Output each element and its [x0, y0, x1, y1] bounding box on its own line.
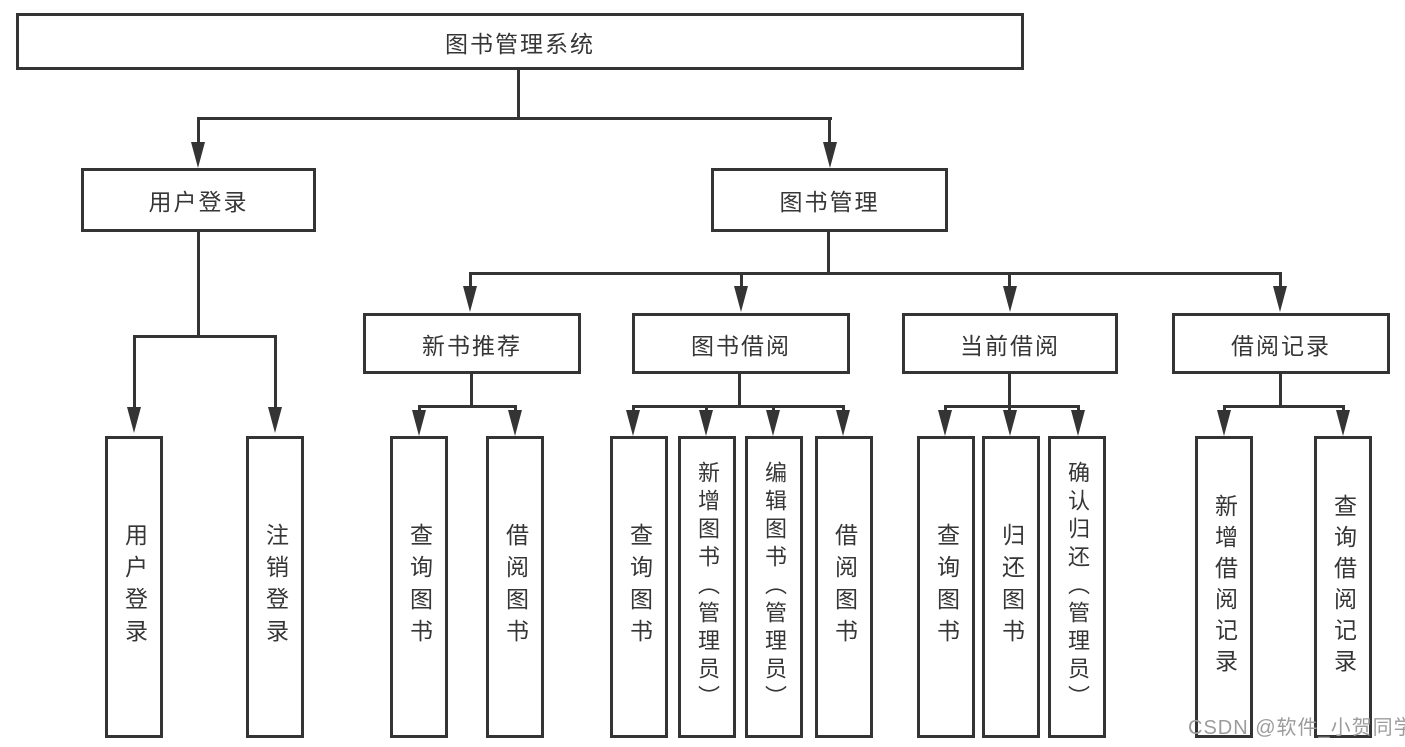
connector-to-new-book — [469, 272, 472, 292]
connector-book-management-stem — [827, 232, 830, 274]
arrow-down-new-book — [463, 286, 477, 312]
arrow-down-current-borrow — [1003, 286, 1017, 312]
connector-to-leaf — [1077, 405, 1080, 413]
connector-to-leaf — [418, 405, 421, 413]
leaf-query-books-3: 查询图书 — [917, 436, 975, 738]
connector-to-leaf — [632, 405, 635, 413]
leaf-query-borrow-record: 查询借阅记录 — [1314, 436, 1372, 738]
connector-to-leaf — [842, 405, 845, 413]
leaf-add-books-admin: 新增图书（管理员） — [678, 436, 736, 738]
connector-current-borrow-stem — [1008, 374, 1011, 407]
arrow-down-query-borrow-record — [1336, 410, 1350, 436]
node-user-login: 用户登录 — [81, 168, 316, 232]
leaf-add-borrow-record: 新增借阅记录 — [1195, 436, 1253, 738]
leaf-borrow-books-1: 借阅图书 — [486, 436, 544, 738]
arrow-down-leaf-login — [127, 407, 141, 433]
connector-to-leaf-logout — [274, 335, 277, 412]
node-borrow-record: 借阅记录 — [1172, 313, 1390, 374]
arrow-down-confirm-return — [1071, 410, 1085, 436]
connector-root-branch-line — [197, 117, 832, 120]
arrow-down-add-books — [699, 410, 713, 436]
connector-to-leaf — [514, 405, 517, 413]
connector-new-book-branch-line — [418, 405, 517, 408]
node-book-borrow: 图书借阅 — [632, 313, 850, 374]
leaf-query-books-1: 查询图书 — [390, 436, 448, 738]
connector-to-leaf — [1008, 405, 1011, 413]
connector-to-leaf — [705, 405, 708, 413]
node-new-book-recommend: 新书推荐 — [363, 313, 581, 374]
leaf-user-login: 用户登录 — [105, 436, 163, 738]
connector-to-leaf-login — [133, 335, 136, 412]
arrow-down-add-borrow-record — [1217, 410, 1231, 436]
connector-root-stem — [517, 70, 520, 119]
connector-to-leaf — [772, 405, 775, 413]
leaf-edit-books-admin: 编辑图书（管理员） — [745, 436, 803, 738]
connector-borrow-record-stem — [1279, 374, 1282, 407]
arrow-down-borrow-books-1 — [508, 410, 522, 436]
leaf-query-books-2: 查询图书 — [610, 436, 668, 738]
connector-to-leaf — [944, 405, 947, 413]
arrow-down-query-books-1 — [412, 410, 426, 436]
connector-book-borrow-stem — [738, 374, 741, 407]
connector-to-book-borrow — [740, 272, 743, 292]
connector-book-management-branch-line — [469, 272, 1282, 275]
arrow-down-book-borrow — [734, 286, 748, 312]
arrow-down-leaf-logout — [268, 407, 282, 433]
arrow-down-borrow-books-2 — [836, 410, 850, 436]
node-current-borrow: 当前借阅 — [902, 313, 1118, 374]
connector-to-leaf — [1342, 405, 1345, 413]
node-book-management: 图书管理 — [711, 168, 948, 232]
connector-to-leaf — [1223, 405, 1226, 413]
connector-book-borrow-branch-line — [632, 405, 844, 408]
arrow-down-return-books — [1003, 410, 1017, 436]
connector-user-login-stem — [197, 232, 200, 337]
node-library-management-system: 图书管理系统 — [16, 13, 1024, 70]
arrow-down-query-books-3 — [938, 410, 952, 436]
leaf-logout: 注销登录 — [246, 436, 304, 738]
leaf-confirm-return-admin: 确认归还（管理员） — [1048, 436, 1106, 738]
leaf-return-books: 归还图书 — [982, 436, 1040, 738]
connector-to-current-borrow — [1008, 272, 1011, 292]
arrow-down-borrow-record — [1273, 286, 1287, 312]
connector-borrow-record-branch-line — [1223, 405, 1344, 408]
leaf-borrow-books-2: 借阅图书 — [815, 436, 873, 738]
connector-to-user-login — [197, 117, 200, 145]
arrow-down-edit-books — [766, 410, 780, 436]
connector-to-borrow-record — [1279, 272, 1282, 292]
arrow-down-book-management — [823, 142, 837, 168]
arrow-down-query-books-2 — [626, 410, 640, 436]
connector-new-book-stem — [470, 374, 473, 407]
arrow-down-user-login — [191, 142, 205, 168]
connector-to-book-management — [828, 117, 831, 145]
watermark: CSDN @软件_小贺同学 — [1188, 717, 1405, 739]
connector-current-borrow-branch-line — [944, 405, 1080, 408]
connector-user-login-branch-line — [133, 335, 277, 338]
